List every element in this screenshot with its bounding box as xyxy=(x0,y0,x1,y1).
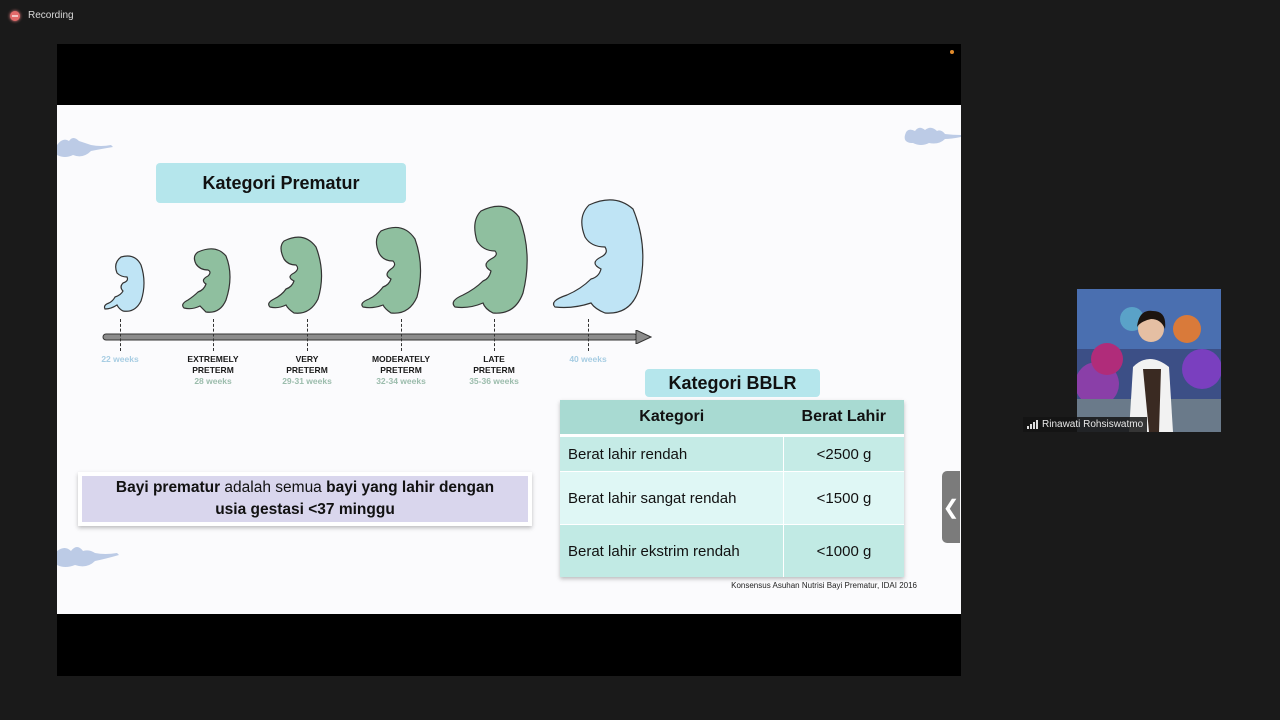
participant-video-feed xyxy=(1077,289,1221,432)
cloud-decoration-icon xyxy=(904,127,961,145)
fetus-29-31-weeks-icon xyxy=(268,236,323,314)
kategori-bblr-title: Kategori BBLR xyxy=(645,369,820,397)
fetus-35-36-weeks-icon xyxy=(452,205,528,314)
cloud-decoration-icon xyxy=(57,547,119,567)
column-header-kategori: Kategori xyxy=(560,400,784,437)
timeline-tick xyxy=(588,319,589,351)
timeline-label-very-preterm: VERY PRETERM 29-31 weeks xyxy=(282,354,332,386)
table-row: Berat lahir rendah <2500 g xyxy=(560,435,904,472)
screen-share-indicator-dot xyxy=(950,50,954,54)
definition-text-bold: bayi yang lahir dengan xyxy=(326,479,495,496)
recording-label: Recording xyxy=(28,10,74,21)
timeline-tick xyxy=(494,319,495,351)
cloud-decoration-icon xyxy=(57,138,113,157)
participant-name-bar: Rinawati Rohsiswatmo xyxy=(1023,417,1148,432)
table-row: Berat lahir sangat rendah <1500 g xyxy=(560,471,904,525)
timeline-label-extremely-preterm: EXTREMELY PRETERM 28 weeks xyxy=(187,354,239,386)
timeline-label-22-weeks: 22 weeks xyxy=(101,354,139,364)
definition-term: Bayi prematur xyxy=(115,479,221,496)
participant-name: Rinawati Rohsiswatmo xyxy=(1042,419,1144,430)
record-icon xyxy=(10,10,20,21)
recording-indicator: Recording xyxy=(10,10,74,21)
citation: Konsensus Asuhan Nutrisi Bayi Prematur, … xyxy=(731,581,917,590)
table-cell: Berat lahir rendah xyxy=(560,435,784,472)
definition-box: Bayi prematur adalah semua bayi yang lah… xyxy=(78,472,532,526)
kategori-prematur-title: Kategori Prematur xyxy=(156,163,406,203)
column-header-berat-lahir: Berat Lahir xyxy=(783,400,904,437)
participant-video[interactable] xyxy=(1077,289,1221,432)
table-cell: <1000 g xyxy=(783,524,904,577)
timeline-tick xyxy=(213,319,214,351)
table-cell: Berat lahir ekstrim rendah xyxy=(560,524,784,577)
bblr-table: Kategori Berat Lahir Berat lahir rendah … xyxy=(560,400,904,577)
definition-text-bold-line2: usia gestasi <37 minggu xyxy=(215,501,395,518)
timeline-tick xyxy=(120,319,121,351)
timeline-label-40-weeks: 40 weeks xyxy=(569,354,607,364)
toggle-panel-button[interactable]: ❮ xyxy=(942,471,960,543)
signal-bars-icon xyxy=(1027,420,1038,429)
definition-text: adalah semua xyxy=(220,479,327,496)
shared-screen: Kategori Prematur xyxy=(57,44,961,676)
table-cell: <2500 g xyxy=(783,435,904,472)
fetus-28-weeks-icon xyxy=(182,248,231,313)
timeline-arrow-icon xyxy=(102,330,652,344)
timeline-label-late-preterm: LATE PRETERM 35-36 weeks xyxy=(469,354,519,386)
timeline-tick xyxy=(307,319,308,351)
presentation-slide: Kategori Prematur xyxy=(57,105,961,614)
table-cell: <1500 g xyxy=(783,471,904,525)
fetus-40-weeks-icon xyxy=(552,199,644,314)
fetus-32-34-weeks-icon xyxy=(361,226,422,314)
timeline-label-moderately-preterm: MODERATELY PRETERM 32-34 weeks xyxy=(371,354,431,386)
chevron-left-icon: ❮ xyxy=(942,496,960,519)
table-cell: Berat lahir sangat rendah xyxy=(560,471,784,525)
table-row: Berat lahir ekstrim rendah <1000 g xyxy=(560,524,904,577)
timeline-tick xyxy=(401,319,402,351)
fetus-22-weeks-icon xyxy=(103,255,145,312)
